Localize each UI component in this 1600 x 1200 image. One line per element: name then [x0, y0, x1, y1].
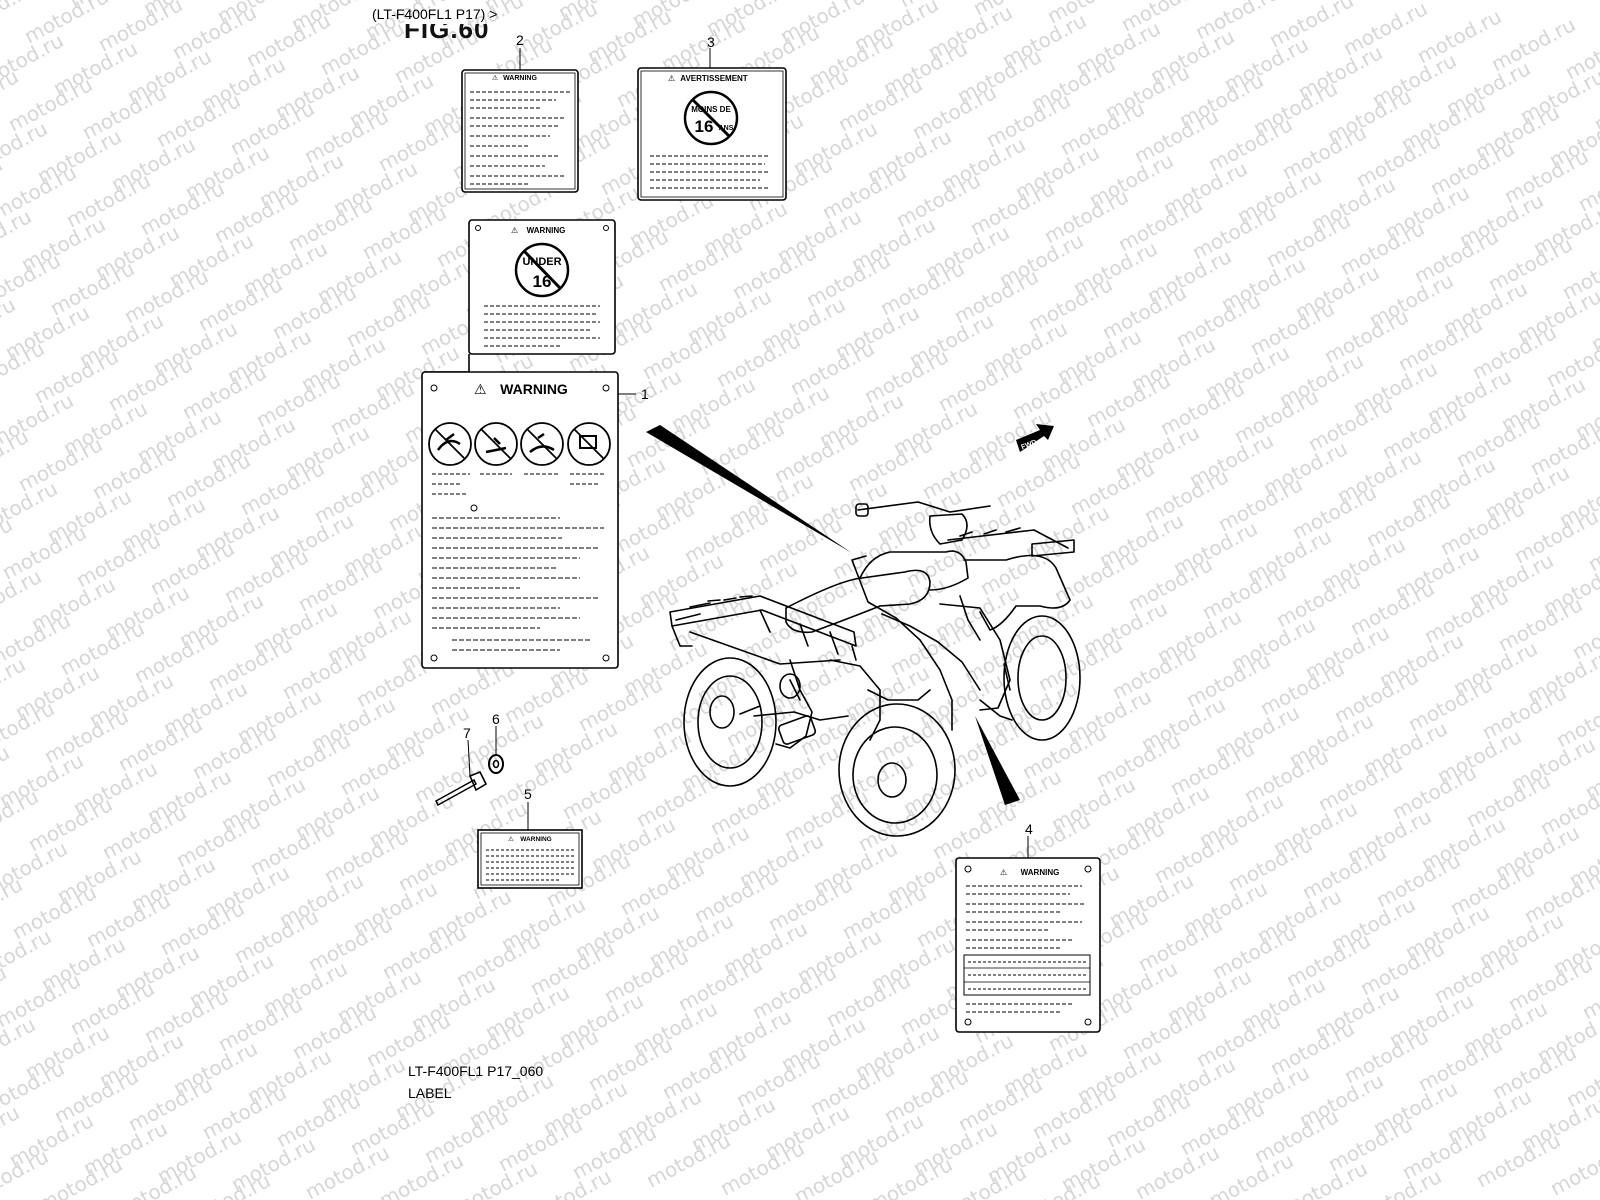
model-reference[interactable]: (LT-F400FL1 P17) > — [372, 6, 498, 22]
label-2-warning-decal: WARNING ⚠ — [461, 69, 579, 193]
under-text: UNDER — [522, 256, 561, 268]
moins-de-text: MOINS DE — [691, 105, 731, 114]
warning-triangle-icon: ⚠ — [474, 381, 487, 397]
callout-2: 2 — [516, 32, 524, 48]
part-6-washer — [488, 754, 504, 774]
callout-1: 1 — [641, 386, 649, 402]
callout-5: 5 — [524, 786, 532, 802]
callout-7: 7 — [463, 725, 471, 741]
part-7-rivet — [435, 770, 488, 807]
callout-6: 6 — [492, 711, 500, 727]
warning-triangle-icon: ⚠ — [668, 74, 675, 83]
watermark-text: motod.ru — [182, 1168, 274, 1200]
ans-text: ANS — [719, 125, 734, 132]
leader-arrow-label-1 — [646, 425, 852, 553]
warning-triangle-icon: ⚠ — [492, 74, 499, 82]
warning-triangle-icon: ⚠ — [1000, 868, 1007, 877]
label-1-top-heading: WARNING — [527, 226, 566, 235]
label-3-heading: AVERTISSEMENT — [680, 74, 748, 83]
callout-3: 3 — [707, 34, 715, 50]
label-3-avertissement-decal: AVERTISSEMENT ⚠ MOINS DE 16 ANS — [637, 67, 787, 201]
figure-number-heading: FIG.60 — [404, 14, 490, 44]
warning-triangle-icon: ⚠ — [508, 836, 514, 843]
watermark-text: motod.ru — [1012, 1168, 1104, 1200]
label-5-warning-decal: WARNING ⚠ — [477, 829, 583, 889]
label-4-heading: WARNING — [1021, 868, 1060, 877]
warning-triangle-icon: ⚠ — [511, 226, 518, 235]
label-1-main-heading: WARNING — [500, 381, 568, 397]
diagram-code: LT-F400FL1 P17_060 — [408, 1063, 544, 1079]
leader-arrow-label-4 — [975, 716, 1020, 805]
label-4-warning-decal: WARNING ⚠ — [955, 857, 1101, 1033]
callout-4: 4 — [1025, 821, 1033, 837]
atv-illustration — [669, 501, 1081, 837]
under-16-text: 16 — [533, 272, 552, 291]
label-5-heading: WARNING — [520, 836, 551, 843]
pictogram-row — [428, 422, 611, 466]
diagram-title: LABEL — [408, 1085, 452, 1101]
age-16-text: 16 — [695, 117, 714, 136]
label-2-heading: WARNING — [503, 75, 537, 82]
label-1-warning-decal: WARNING ⚠ UNDER 16 WARNING ⚠ — [421, 219, 619, 669]
